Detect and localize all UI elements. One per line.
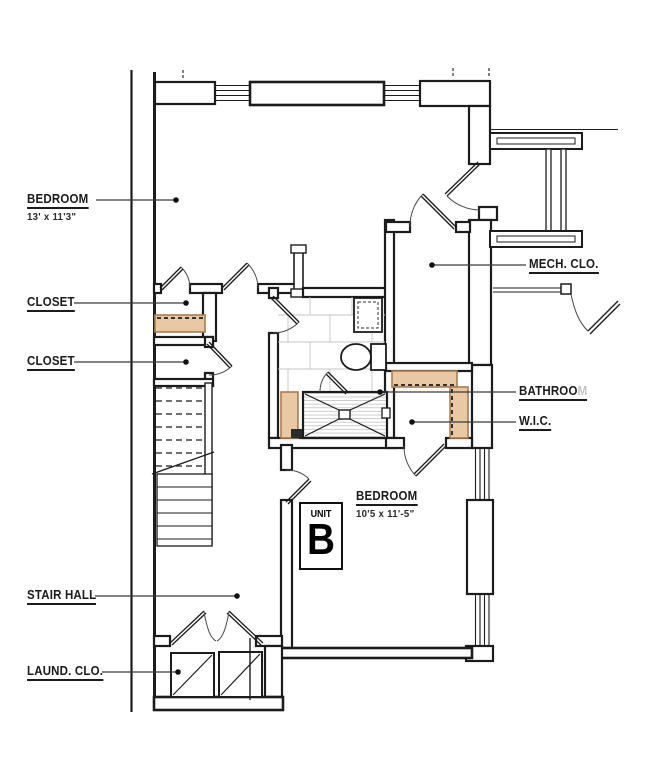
bifold-doors [169,610,264,646]
right-walls [464,104,499,663]
door-closet-upper [159,266,191,291]
bathroom-tile-floor [278,297,385,392]
label-bathroom: BATHROOM [519,384,588,401]
leader-lines [74,197,526,675]
label-wic: W.I.C. [519,414,552,431]
bathroom-faded-letter: M [577,384,588,398]
washer-icon [170,652,215,698]
closet-shelf-upper [154,314,206,333]
window-top-left [215,84,250,102]
door-mech-closet [409,193,457,230]
bedroom-b-dimensions: 10'5 x 11'-5" [356,508,415,520]
door-shower [319,371,349,395]
label-closet-upper: CLOSET [27,295,75,312]
dryer-icon [218,651,263,698]
label-mech-closet: MECH. CLO. [529,257,599,274]
door-swings [159,161,481,505]
toilet-icon [340,343,387,371]
left-walls [130,70,156,712]
window-box-right [465,498,495,596]
label-bedroom-top: BEDROOM 13' x 11'3" [27,192,89,223]
window-right-upper [474,448,490,500]
door-closet-lower [206,341,233,376]
label-bedroom-b: BEDROOM 10'5 x 11'-5" [356,489,418,520]
unit-badge-prefix: UNIT [310,508,332,520]
exterior-entry-door [493,283,621,335]
door-bedroom-b [285,469,312,505]
window-right-lower [474,594,490,646]
shower-drain-icon [338,409,351,420]
wic-shelf-top [391,370,458,388]
label-stair-hall: STAIR HALL [27,588,97,605]
label-closet-lower: CLOSET [27,354,75,371]
bedroom-top-name: BEDROOM [27,192,89,209]
wic-shelf-right [449,386,469,439]
shower-valve-icon [381,407,391,419]
staircase [151,382,215,547]
unit-badge-letter: B [307,515,335,564]
bedroom-top-dimensions: 13' x 11'3" [27,211,77,223]
window-top-right [384,84,420,102]
interior-walls [152,218,474,712]
sink-icon [353,297,383,333]
door-bedroom-top [221,262,259,291]
door-exterior [444,161,481,211]
label-laundry-closet: LAUND. CLO. [27,664,104,681]
door-bathroom [270,295,300,334]
bedroom-b-name: BEDROOM [356,489,418,506]
shower-pan [301,390,391,440]
door-wic [403,443,447,477]
laundry-closet [169,610,264,700]
unit-badge: UNIT B [299,502,343,570]
bathroom-shelf [280,391,302,439]
top-wall [153,68,492,108]
exterior-landing-railing [489,128,621,335]
